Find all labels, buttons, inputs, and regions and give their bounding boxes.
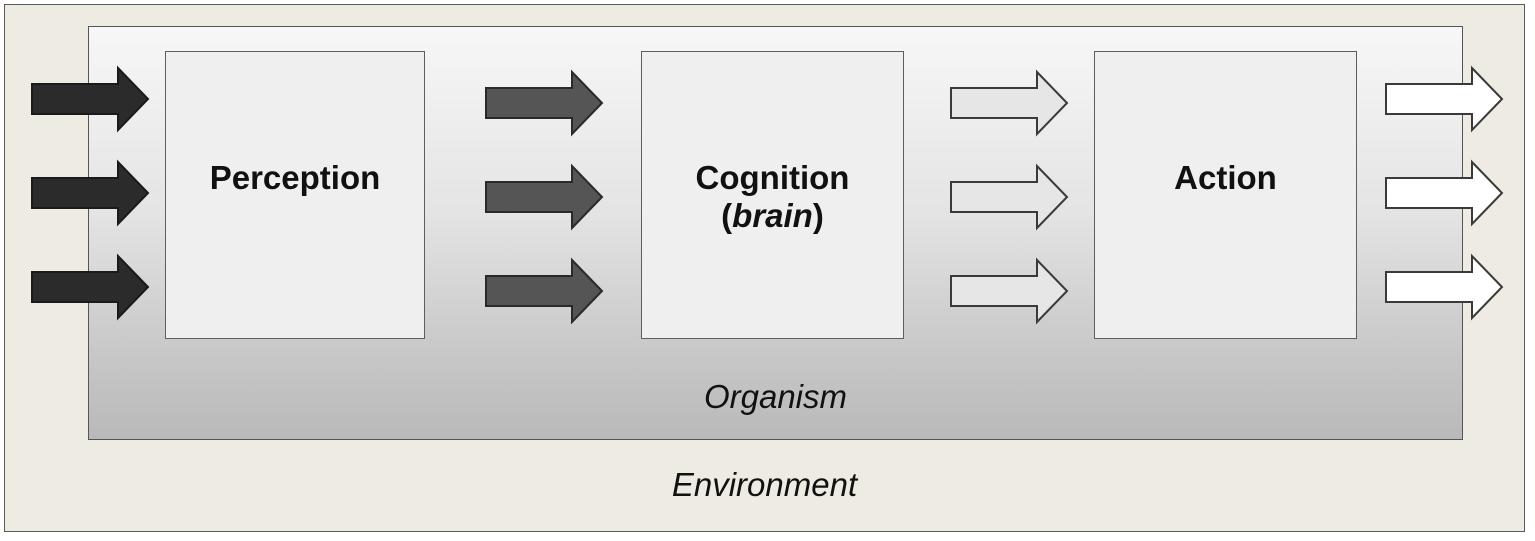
input-arrow-2-shape	[31, 159, 150, 227]
action-box: Action	[1094, 51, 1357, 339]
input-arrow-1	[31, 65, 150, 133]
cognition-box: Cognition (brain)	[641, 51, 904, 339]
perception-label: Perception	[209, 159, 381, 196]
perception-to-cognition-arrow-3	[485, 257, 604, 325]
perception-to-cognition-arrow-3-shape	[485, 257, 604, 325]
cognition-to-action-arrow-3-shape	[950, 257, 1069, 325]
cognition-sublabel: (brain)	[642, 196, 903, 236]
input-arrow-3-shape	[31, 253, 150, 321]
action-label: Action	[1174, 159, 1277, 196]
input-arrow-3	[31, 253, 150, 321]
output-arrow-2-shape	[1385, 159, 1504, 227]
output-arrow-3	[1385, 253, 1504, 321]
cognition-to-action-arrow-1-shape	[950, 69, 1069, 137]
input-arrow-2	[31, 159, 150, 227]
organism-label: Organism	[703, 378, 848, 415]
output-arrow-1	[1385, 65, 1504, 133]
cognition-paren-close: )	[812, 197, 824, 234]
perception-to-cognition-arrow-1-shape	[485, 69, 604, 137]
cognition-to-action-arrow-2	[950, 163, 1069, 231]
output-arrow-1-shape	[1385, 65, 1504, 133]
environment-label: Environment	[671, 466, 858, 503]
perception-to-cognition-arrow-2	[485, 163, 604, 231]
cognition-to-action-arrow-3	[950, 257, 1069, 325]
perception-to-cognition-arrow-2-shape	[485, 163, 604, 231]
perception-to-cognition-arrow-1	[485, 69, 604, 137]
perception-box: Perception	[165, 51, 425, 339]
cognition-paren-open: (	[721, 197, 733, 234]
cognition-label: Cognition	[695, 159, 850, 196]
output-arrow-2	[1385, 159, 1504, 227]
output-arrow-3-shape	[1385, 253, 1504, 321]
cognition-to-action-arrow-1	[950, 69, 1069, 137]
cognition-brain-label: brain	[732, 197, 813, 234]
cognition-to-action-arrow-2-shape	[950, 163, 1069, 231]
input-arrow-1-shape	[31, 65, 150, 133]
